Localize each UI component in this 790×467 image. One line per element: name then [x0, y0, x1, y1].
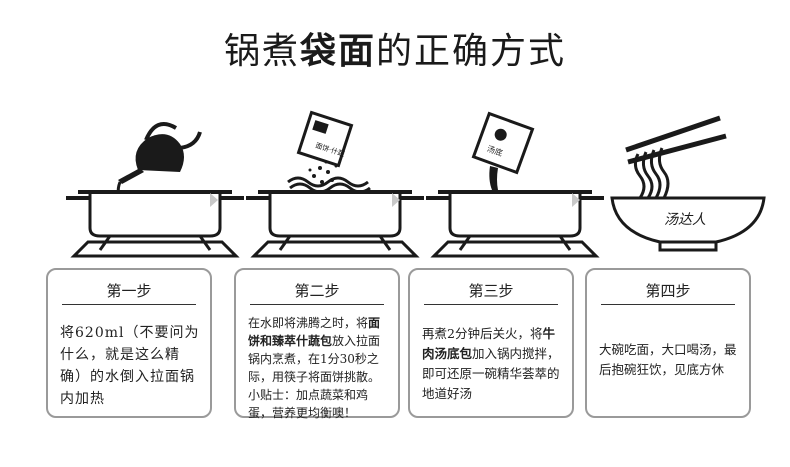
- step-text-part-a: 在水即将沸腾之时，将: [248, 316, 369, 330]
- step-card-4: 第四步 大碗吃面，大口喝汤，最后抱碗狂饮，见底方休: [585, 268, 751, 418]
- title-part-3: 的正确方式: [376, 31, 567, 72]
- step2-illustration: 面饼·什蔬: [246, 110, 424, 258]
- card-divider: [250, 304, 384, 305]
- step-text-part-b: 放入拉面锅内烹煮，在1分30秒之际，用筷子将面饼挑散。: [248, 334, 381, 384]
- soup-pour-stream: [489, 166, 498, 190]
- step-title: 第二步: [294, 282, 340, 300]
- step3-illustration: 汤底: [426, 111, 604, 258]
- pot-on-stove-icon: [426, 190, 604, 258]
- step-card-3: 第三步 再煮2分钟后关火，将牛肉汤底包加入锅内搅拌，即可还原一碗精华荟萃的地道好…: [408, 268, 574, 418]
- card-divider: [601, 304, 735, 305]
- bowl-logo: 汤达人: [664, 212, 706, 228]
- step-title: 第四步: [645, 282, 691, 300]
- card-divider: [424, 304, 558, 305]
- step-text-part-b: 加入锅内搅拌，即可还原一碗精华荟萃的地道好汤: [422, 346, 560, 401]
- step-tip: 小贴士：加点蔬菜和鸡蛋，营养更均衡噢！: [248, 388, 369, 420]
- step4-illustration: 汤达人: [610, 115, 766, 252]
- noodle-bowl-icon: 汤达人: [610, 196, 766, 252]
- noodle-block: [287, 176, 371, 194]
- arrow-right-icon: [392, 193, 400, 207]
- noodle-strands: [633, 147, 670, 199]
- step-text-part-a: 再煮2分钟后关火，将: [422, 326, 543, 341]
- arrow-right-icon: [572, 193, 580, 207]
- seasoning-packet-icon: 面饼·什蔬: [296, 110, 354, 168]
- step-title: 第三步: [468, 282, 514, 300]
- chopsticks-icon: [625, 115, 727, 165]
- step-card-2: 第二步 在水即将沸腾之时，将面饼和臻萃什蔬包放入拉面锅内烹煮，在1分30秒之际，…: [234, 268, 400, 420]
- step-card-1: 第一步 将620ml（不要问为什么，就是这么精确）的水倒入拉面锅内加热: [46, 268, 212, 418]
- title-part-1: 锅煮: [223, 31, 300, 72]
- step-title: 第一步: [106, 282, 152, 300]
- step-text: 再煮2分钟后关火，将牛肉汤底包加入锅内搅拌，即可还原一碗精华荟萃的地道好汤: [422, 324, 562, 404]
- step-text: 将620ml（不要问为什么，就是这么精确）的水倒入拉面锅内加热: [60, 325, 200, 407]
- step-text-bold: 面饼和臻萃什蔬包: [248, 316, 381, 348]
- step-text: 在水即将沸腾之时，将面饼和臻萃什蔬包放入拉面锅内烹煮，在1分30秒之际，用筷子将…: [248, 314, 388, 422]
- page-title: 锅煮袋面的正确方式: [0, 22, 790, 74]
- step1-illustration: [66, 122, 244, 258]
- soup-packet-icon: 汤底: [471, 111, 535, 175]
- title-part-2-bold: 袋面: [299, 30, 376, 72]
- arrow-right-icon: [210, 193, 218, 207]
- step-text-bold: 牛肉汤底包: [422, 326, 555, 361]
- step-text: 大碗吃面，大口喝汤，最后抱碗狂饮，见底方休: [599, 342, 737, 377]
- card-divider: [62, 304, 196, 305]
- pot-on-stove-icon: [66, 190, 244, 258]
- pot-on-stove-icon: [246, 190, 424, 258]
